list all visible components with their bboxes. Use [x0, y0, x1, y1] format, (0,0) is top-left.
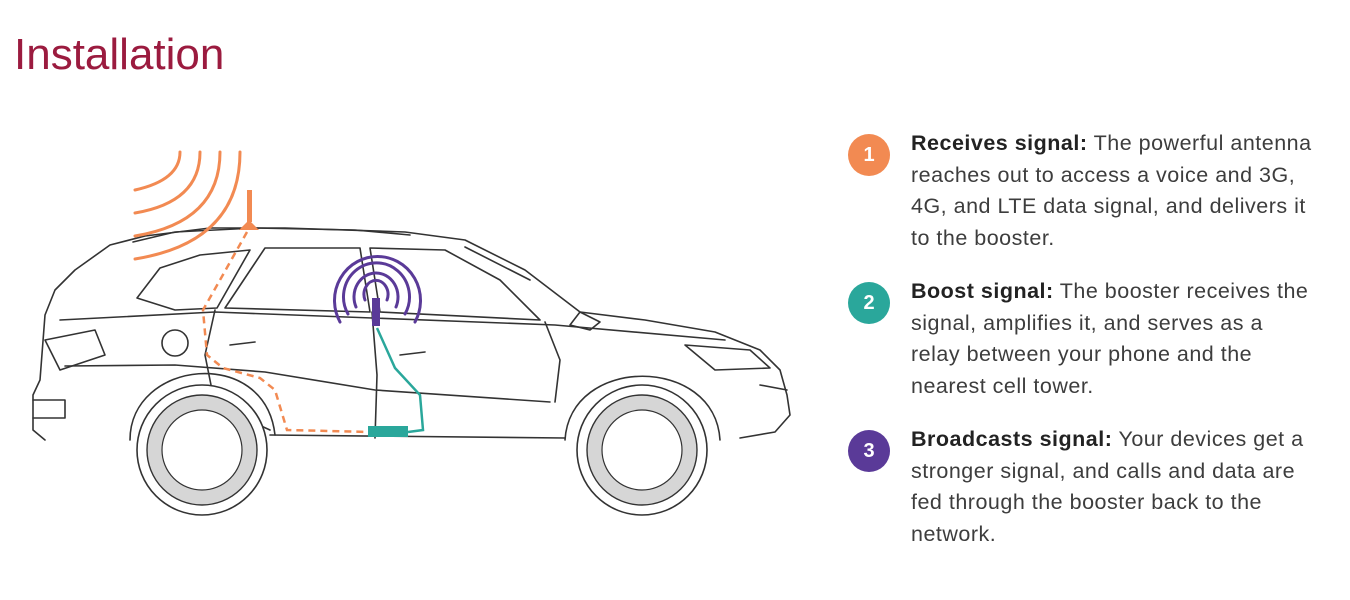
step-number-badge: 3	[848, 430, 890, 472]
roof-antenna-icon	[239, 190, 259, 230]
step-description: Receives signal: The powerful antenna re…	[911, 128, 1331, 254]
front-wheel	[576, 384, 708, 516]
step-heading: Boost signal:	[911, 279, 1054, 303]
step-body: Your devices get a stronger signal, and …	[911, 427, 1304, 546]
step-item: 1 Receives signal: The powerful antenna …	[848, 128, 1338, 254]
page-title: Installation	[14, 30, 225, 79]
step-description: Boost signal: The booster receives the s…	[911, 276, 1311, 402]
step-number-badge: 2	[848, 282, 890, 324]
step-item: 2 Boost signal: The booster receives the…	[848, 276, 1338, 402]
inside-antenna-icon	[372, 298, 380, 326]
booster-unit-icon	[368, 426, 408, 437]
rear-wheel	[136, 384, 268, 516]
booster-cable	[375, 327, 425, 434]
antenna-cable	[201, 231, 371, 434]
inside-broadcast-waves-icon	[333, 254, 422, 324]
car-illustration	[32, 150, 791, 516]
steps-list: 1 Receives signal: The powerful antenna …	[848, 128, 1338, 572]
outside-signal-waves-icon	[133, 150, 242, 261]
step-heading: Broadcasts signal:	[911, 427, 1113, 451]
step-body: The powerful antenna reaches out to acce…	[911, 131, 1312, 250]
car-body	[32, 227, 791, 441]
step-body: The booster receives the signal, amplifi…	[911, 279, 1309, 398]
step-heading: Receives signal:	[911, 131, 1088, 155]
step-description: Broadcasts signal: Your devices get a st…	[911, 424, 1321, 550]
step-number-badge: 1	[848, 134, 890, 176]
step-item: 3 Broadcasts signal: Your devices get a …	[848, 424, 1338, 550]
